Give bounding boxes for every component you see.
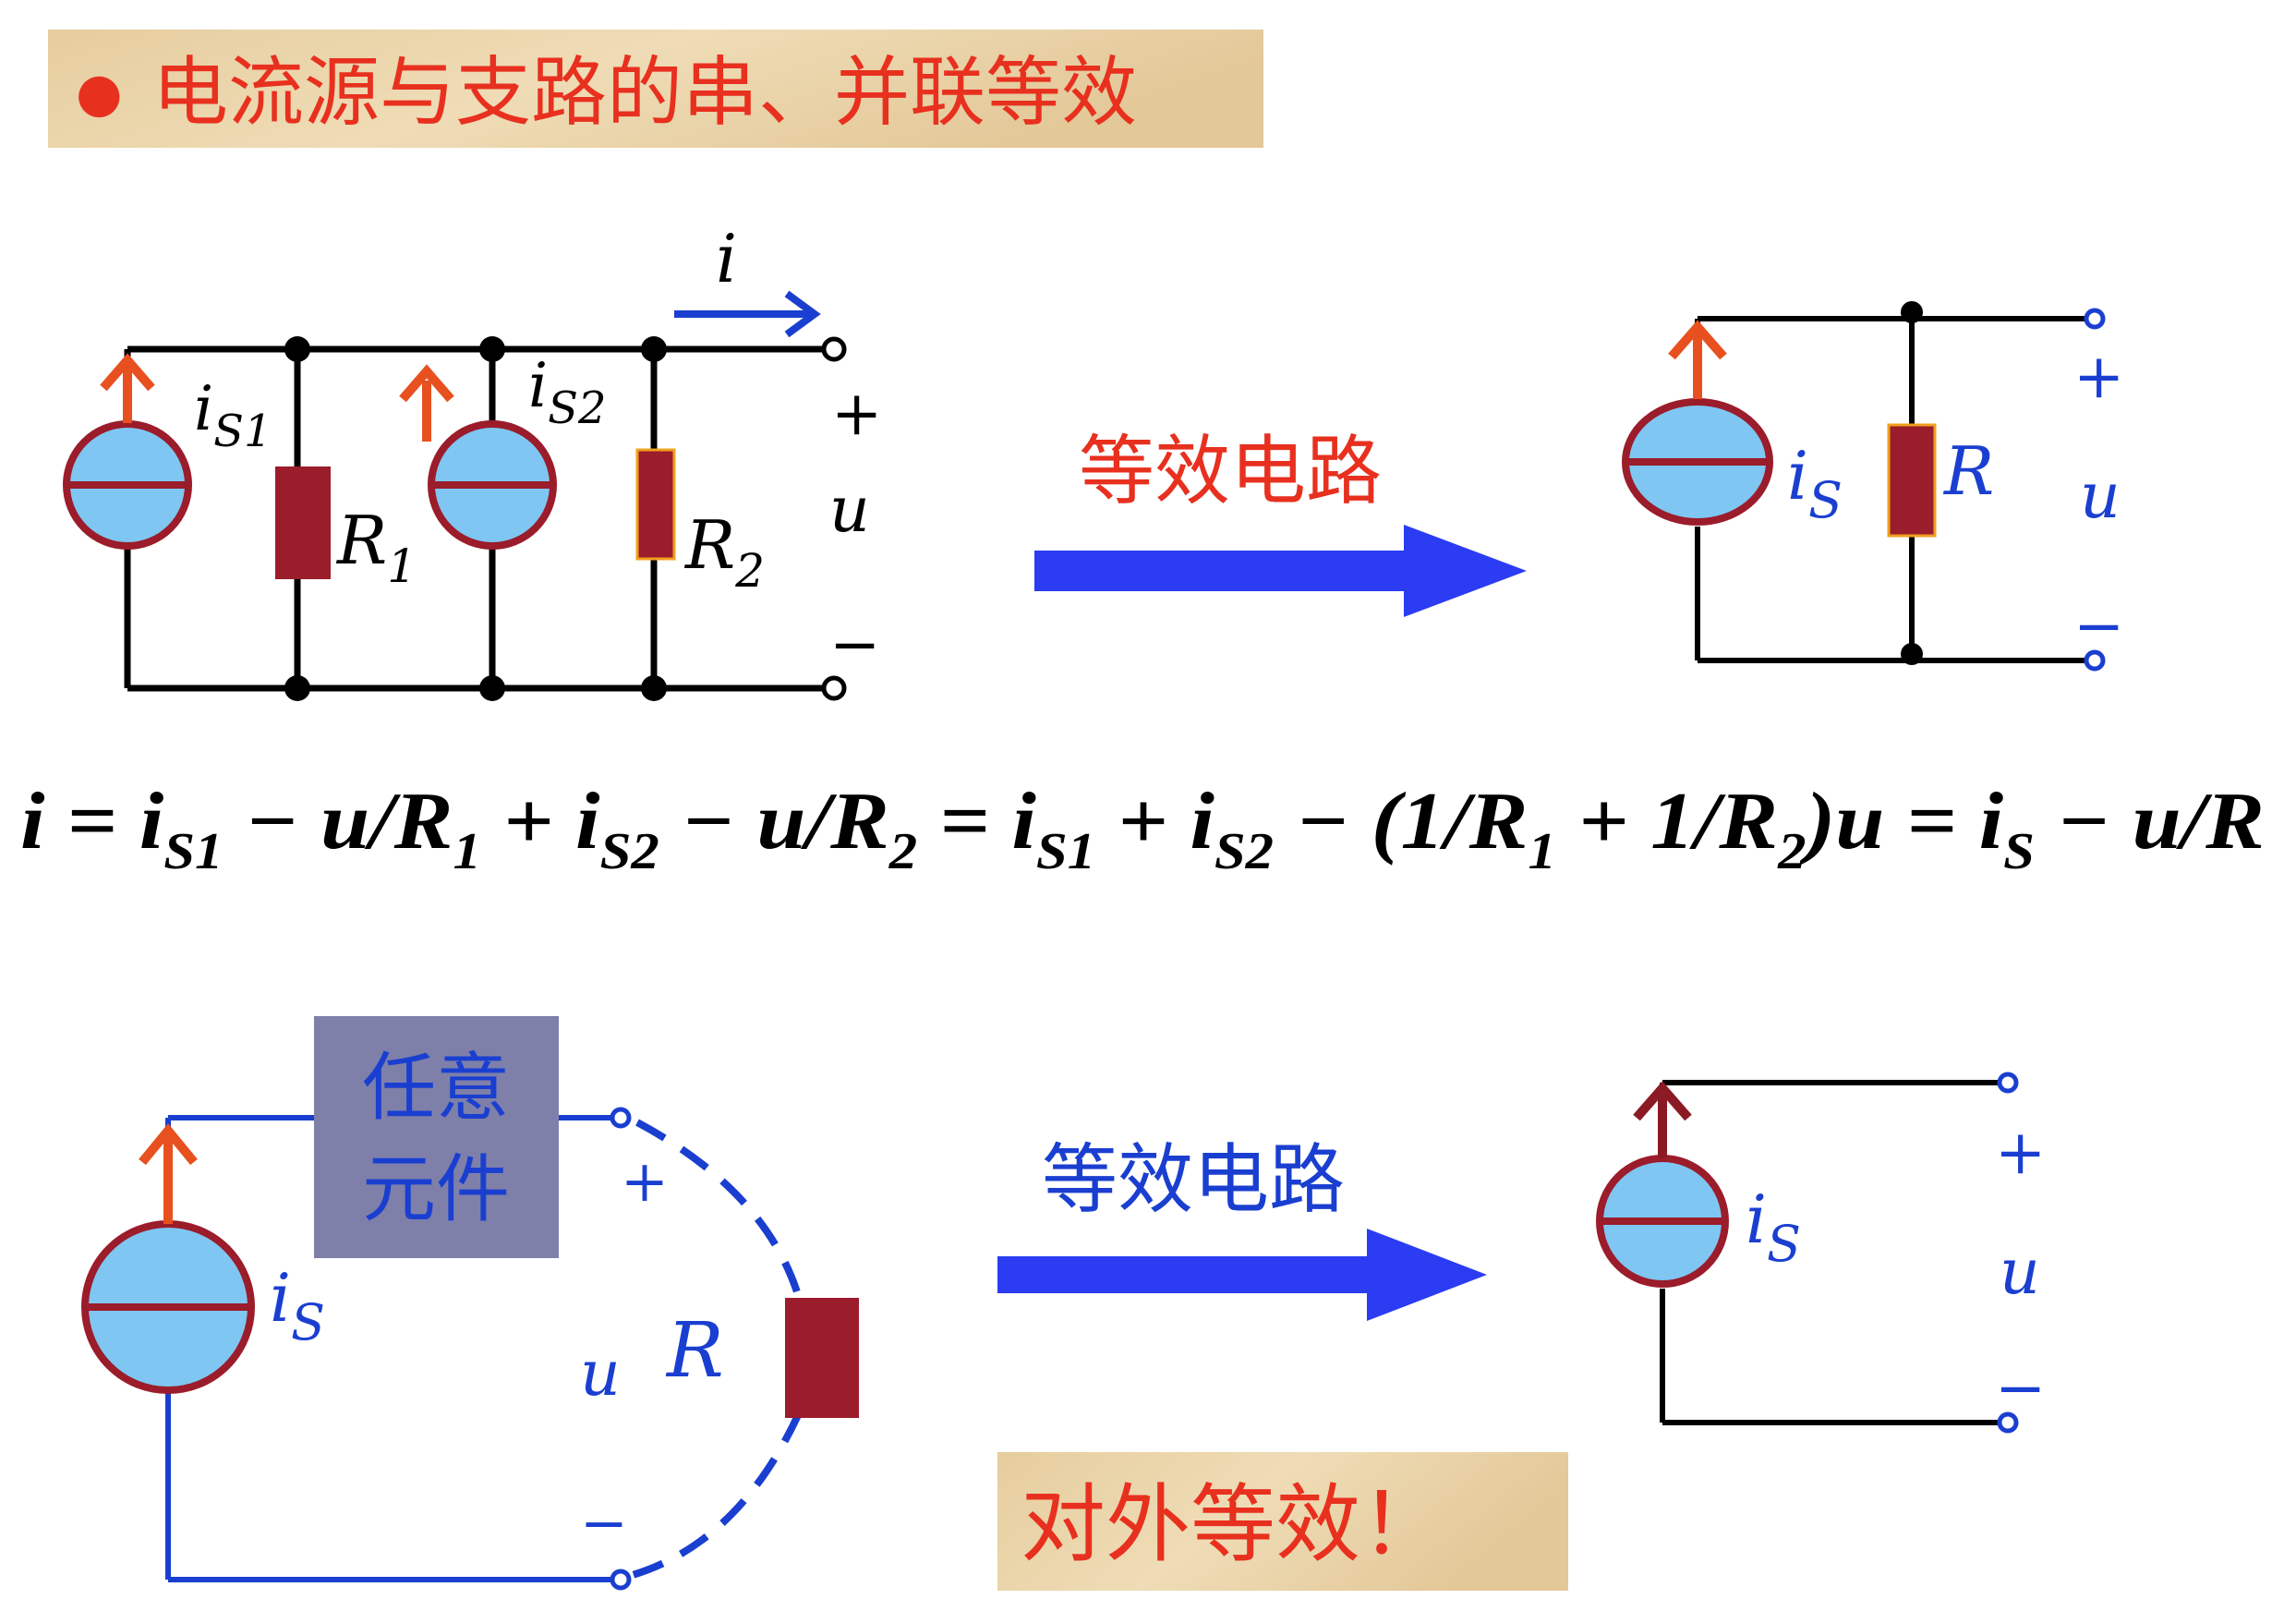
r2-label: R [683,506,735,584]
resistor-r1-icon [275,466,331,579]
current-source-2-icon [399,364,557,550]
equiv-minus: − [2073,590,2124,661]
node [641,336,667,362]
equiv-src-label: iS [1787,437,1843,529]
r1-label: R [335,502,387,579]
box-line2: 元件 [362,1146,510,1232]
bottom-plus: + [621,1147,669,1215]
equiv-r-label: R [1942,432,1994,510]
bottom-r-label: R [665,1307,724,1395]
node [479,675,505,701]
equiv-resistor-icon [1887,423,1937,538]
svg-text:iS2: iS2 [528,350,607,434]
bottom-minus: − [580,1489,628,1556]
conclusion-banner: 对外等效！ [997,1452,1568,1591]
node [1901,301,1923,323]
node [1901,643,1923,665]
src1-sub: S1 [213,406,272,457]
terminal-bottom [610,1569,632,1591]
svg-text:R2: R2 [683,506,765,598]
bottom-voltage: u [580,1338,621,1411]
dashed-wire-top [635,1119,803,1300]
equiv-current-source-icon [1622,320,1773,526]
svg-text:iS1: iS1 [194,373,272,457]
svg-text:R1: R1 [335,502,417,593]
bottom-current-source-icon [81,1123,255,1394]
terminal-top [1997,1072,2019,1094]
terminal-bottom [2084,649,2106,672]
bottom-equiv-plus: + [1995,1117,2046,1188]
top-left-labels: iS1 iS2 R1 R2 u [194,350,870,598]
r2-sub: 2 [734,544,765,598]
current-arrow-icon [674,290,821,338]
current-label: i [716,220,737,297]
bottom-equiv-src-label: iS [1746,1181,1801,1273]
terminal-bottom [1997,1411,2019,1434]
top-left-voltage: u [829,474,870,547]
bottom-equiv-voltage: u [2000,1236,2040,1309]
title-text: 电流源与支路的串、并联等效 [152,49,1137,137]
node [284,336,310,362]
top-left-nodes [284,336,667,701]
terminal-top [610,1107,632,1129]
bottom-arrow-label: 等效电路 [1042,1136,1345,1224]
top-left-plus: + [831,378,882,449]
terminal-top [2084,308,2106,330]
terminal-bottom [821,675,847,701]
node [641,675,667,701]
bottom-big-arrow-icon [997,1229,1487,1321]
src2-sub: S2 [548,382,606,434]
top-big-arrow-icon [1034,525,1527,617]
node [479,336,505,362]
title-bullet: ● [76,61,123,124]
src1-label: i [194,373,213,444]
arbitrary-element-box [314,1016,559,1258]
top-left-minus: − [829,609,880,680]
conclusion-text: 对外等效！ [1021,1475,1445,1574]
r1-sub: 1 [387,539,417,593]
node [284,675,310,701]
equiv-voltage: u [2080,460,2121,533]
bottom-src-label: iS [270,1259,325,1351]
bottom-equiv-current-source-icon [1596,1081,1729,1288]
current-source-1-icon [63,353,192,550]
dashed-wire-bottom [631,1411,803,1579]
terminal-top [821,336,847,362]
equiv-plus: + [2073,341,2124,412]
bottom-left-wires [165,1115,617,1582]
resistor-r2-icon [635,448,676,561]
src2-label: i [528,350,548,421]
box-line1: 任意 [362,1045,510,1131]
bottom-resistor-icon [785,1298,859,1418]
bottom-equiv-minus: − [1995,1352,2046,1423]
title-banner: ● 电流源与支路的串、并联等效 [48,30,1263,148]
top-arrow-label: 等效电路 [1079,428,1382,515]
